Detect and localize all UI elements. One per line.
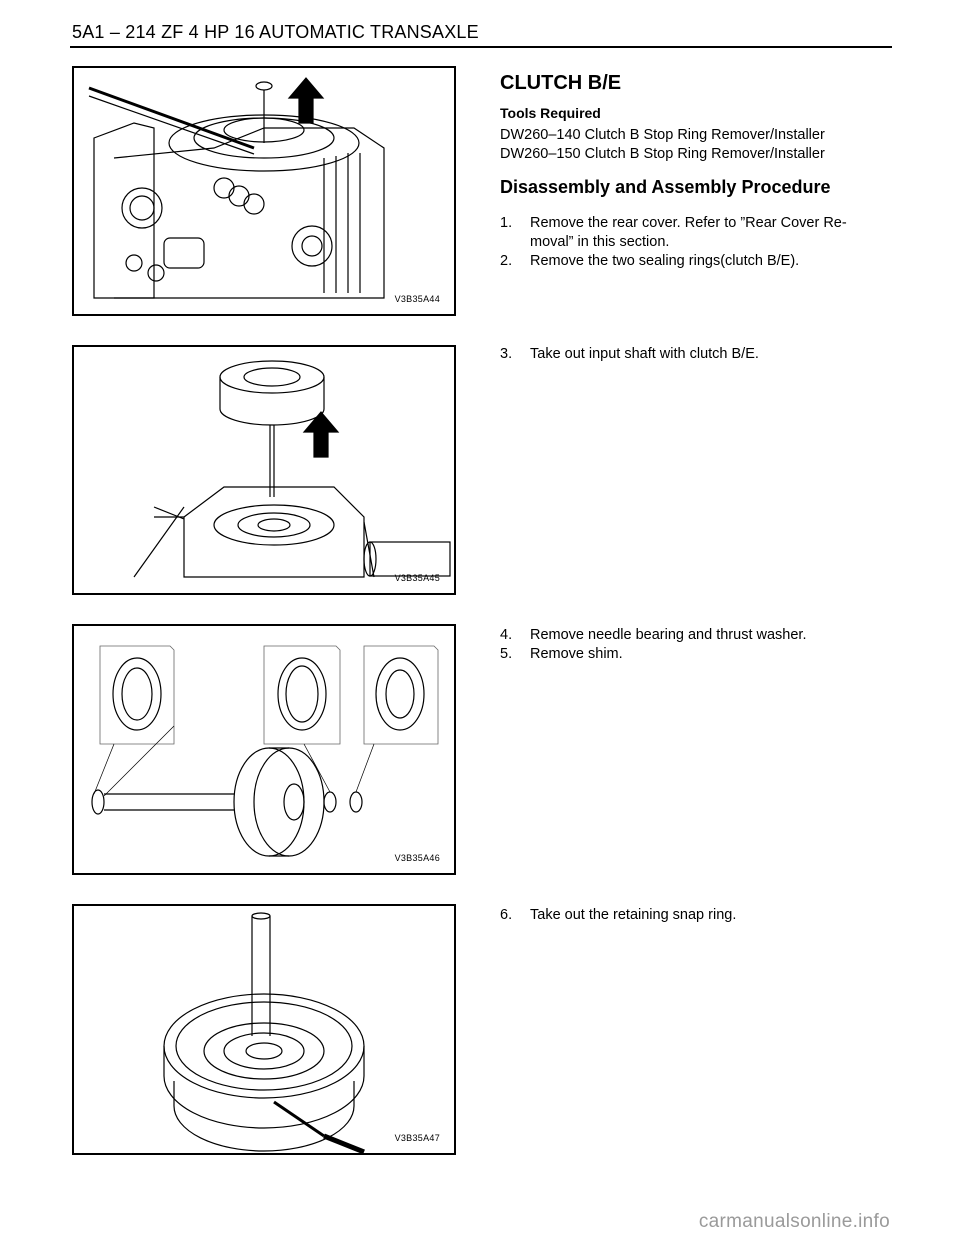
- section-block: CLUTCH B/E Tools Required DW260–140 Clut…: [500, 72, 880, 198]
- input-shaft-removal-illustration: [133, 360, 451, 578]
- figure-bearing-washer-shim: V3B35A46: [72, 624, 456, 875]
- step-number: 2.: [500, 253, 513, 269]
- figure-code: V3B35A47: [394, 1133, 440, 1143]
- step-text: Take out input shaft with clutch B/E.: [530, 346, 759, 362]
- tools-required-label: Tools Required: [500, 105, 601, 121]
- step-number: 1.: [500, 215, 513, 231]
- tool-item: DW260–140 Clutch B Stop Ring Remover/Ins…: [500, 127, 825, 143]
- step-text: Remove shim.: [530, 646, 623, 662]
- figure-input-shaft: V3B35A45: [72, 345, 456, 595]
- snap-ring-removal-illustration: [163, 912, 365, 1153]
- page-header-title: 5A1 – 214 ZF 4 HP 16 AUTOMATIC TRANSAXLE: [72, 22, 479, 42]
- step-number: 4.: [500, 627, 513, 643]
- tool-item: DW260–150 Clutch B Stop Ring Remover/Ins…: [500, 146, 825, 162]
- step-text: Remove the two sealing rings(clutch B/E)…: [530, 253, 800, 269]
- transaxle-case-rear-cover-illustration: [88, 77, 385, 299]
- step-number: 5.: [500, 646, 513, 662]
- step-number: 3.: [500, 346, 513, 362]
- bearing-washer-shim-exploded-illustration: [91, 645, 439, 857]
- step-text: Remove needle bearing and thrust washer.: [530, 627, 807, 643]
- header-rule: [70, 46, 892, 48]
- step-number: 6.: [500, 907, 513, 923]
- step-text: Take out the retaining snap ring.: [530, 907, 737, 923]
- procedure-title: Disassembly and Assembly Procedure: [500, 177, 831, 197]
- figure-code: V3B35A44: [394, 294, 440, 304]
- section-title: CLUTCH B/E: [500, 72, 622, 94]
- figure-code: V3B35A46: [394, 853, 440, 863]
- figure-snap-ring: V3B35A47: [72, 904, 456, 1155]
- step-text: Remove the rear cover. Refer to ”Rear Co…: [530, 215, 847, 231]
- watermark: carmanualsonline.info: [698, 1211, 890, 1232]
- step-text: moval” in this section.: [530, 234, 670, 250]
- figure-code: V3B35A45: [394, 573, 440, 583]
- figure-rear-cover: V3B35A44: [72, 66, 456, 316]
